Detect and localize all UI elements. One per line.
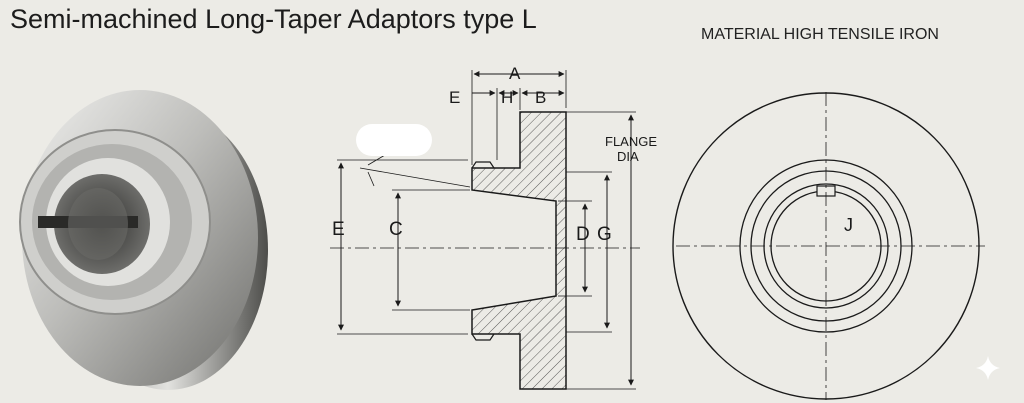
- metal-adaptor-photo: [19, 90, 268, 390]
- dim-label-c: C: [389, 219, 403, 240]
- dim-label-e-top: E: [449, 88, 460, 107]
- dim-label-d: D: [576, 224, 590, 245]
- material-note: MATERIAL HIGH TENSILE IRON: [701, 26, 939, 43]
- page-title: Semi-machined Long-Taper Adaptors type L: [10, 4, 537, 34]
- dim-label-h: H: [501, 88, 513, 107]
- dim-label-e-side: E: [332, 219, 345, 240]
- dim-label-g: G: [597, 224, 612, 245]
- dim-label-flange: FLANGE: [605, 134, 657, 149]
- label-redaction: [356, 124, 432, 156]
- end-view: [672, 92, 985, 400]
- dim-label-dia: DIA: [617, 149, 639, 164]
- section-view: [330, 70, 640, 390]
- sparkle-icon: [976, 356, 1000, 380]
- dim-label-a: A: [509, 64, 521, 83]
- dim-label-j: J: [844, 215, 853, 235]
- dim-label-b: B: [535, 88, 546, 107]
